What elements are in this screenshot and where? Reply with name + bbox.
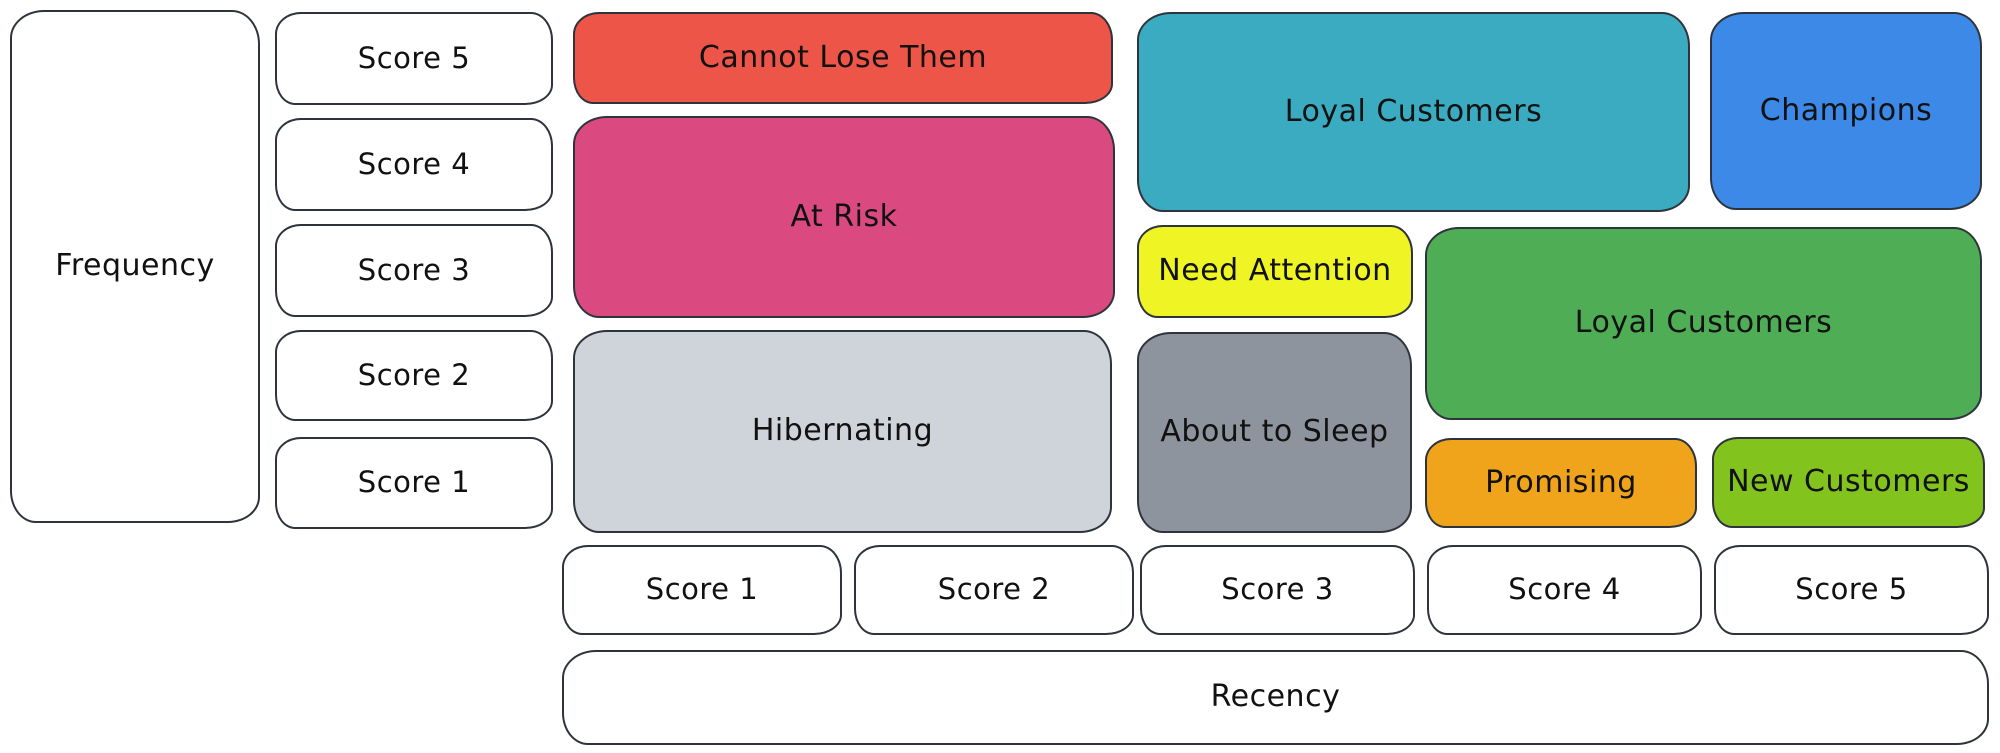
segment-loyal-customers-upper: Loyal Customers xyxy=(1137,12,1690,212)
segment-promising-label: Promising xyxy=(1485,464,1637,500)
recency-score-2-box: Score 2 xyxy=(854,545,1134,635)
segment-hibernating: Hibernating xyxy=(573,330,1112,533)
recency-score-3-label: Score 3 xyxy=(1221,572,1334,607)
recency-axis-box: Recency xyxy=(562,650,1989,745)
recency-score-1-label: Score 1 xyxy=(645,572,759,607)
frequency-score-5-box: Score 5 xyxy=(275,12,553,105)
recency-score-3-box: Score 3 xyxy=(1140,545,1415,635)
segment-need-attention-label: Need Attention xyxy=(1158,253,1392,289)
recency-axis-label: Recency xyxy=(1210,679,1341,715)
frequency-axis-box: Frequency xyxy=(10,10,260,523)
frequency-score-1-label: Score 1 xyxy=(357,465,471,500)
frequency-score-4-box: Score 4 xyxy=(275,118,553,211)
frequency-score-2-label: Score 2 xyxy=(357,357,471,392)
segment-champions-label: Champions xyxy=(1759,92,1933,128)
frequency-axis-label: Frequency xyxy=(55,248,215,284)
recency-score-4-label: Score 4 xyxy=(1508,572,1621,607)
segment-loyal-customers-lower: Loyal Customers xyxy=(1425,227,1982,420)
recency-score-4-box: Score 4 xyxy=(1427,545,1702,635)
segment-at-risk-label: At Risk xyxy=(790,198,898,234)
recency-score-2-label: Score 2 xyxy=(937,572,1051,607)
frequency-score-2-box: Score 2 xyxy=(275,330,553,421)
frequency-score-3-box: Score 3 xyxy=(275,224,553,317)
segment-at-risk: At Risk xyxy=(573,116,1115,318)
segment-promising: Promising xyxy=(1425,438,1697,528)
segment-about-to-sleep: About to Sleep xyxy=(1137,332,1412,533)
segment-new-customers-label: New Customers xyxy=(1727,464,1970,500)
frequency-score-4-label: Score 4 xyxy=(357,146,471,181)
frequency-score-3-label: Score 3 xyxy=(357,252,471,287)
segment-champions: Champions xyxy=(1710,12,1982,210)
recency-score-1-box: Score 1 xyxy=(562,545,842,635)
segment-need-attention: Need Attention xyxy=(1137,225,1413,318)
frequency-score-1-box: Score 1 xyxy=(275,437,553,529)
frequency-score-5-label: Score 5 xyxy=(357,40,471,75)
segment-about-to-sleep-label: About to Sleep xyxy=(1160,414,1389,450)
segment-hibernating-label: Hibernating xyxy=(751,413,934,449)
segment-new-customers: New Customers xyxy=(1712,437,1985,528)
segment-cannot-lose-them-label: Cannot Lose Them xyxy=(698,39,988,75)
segment-loyal-customers-lower-label: Loyal Customers xyxy=(1574,305,1833,341)
segment-loyal-customers-upper-label: Loyal Customers xyxy=(1284,93,1543,129)
recency-score-5-label: Score 5 xyxy=(1795,572,1908,607)
segment-cannot-lose-them: Cannot Lose Them xyxy=(573,12,1113,104)
recency-score-5-box: Score 5 xyxy=(1714,545,1989,635)
